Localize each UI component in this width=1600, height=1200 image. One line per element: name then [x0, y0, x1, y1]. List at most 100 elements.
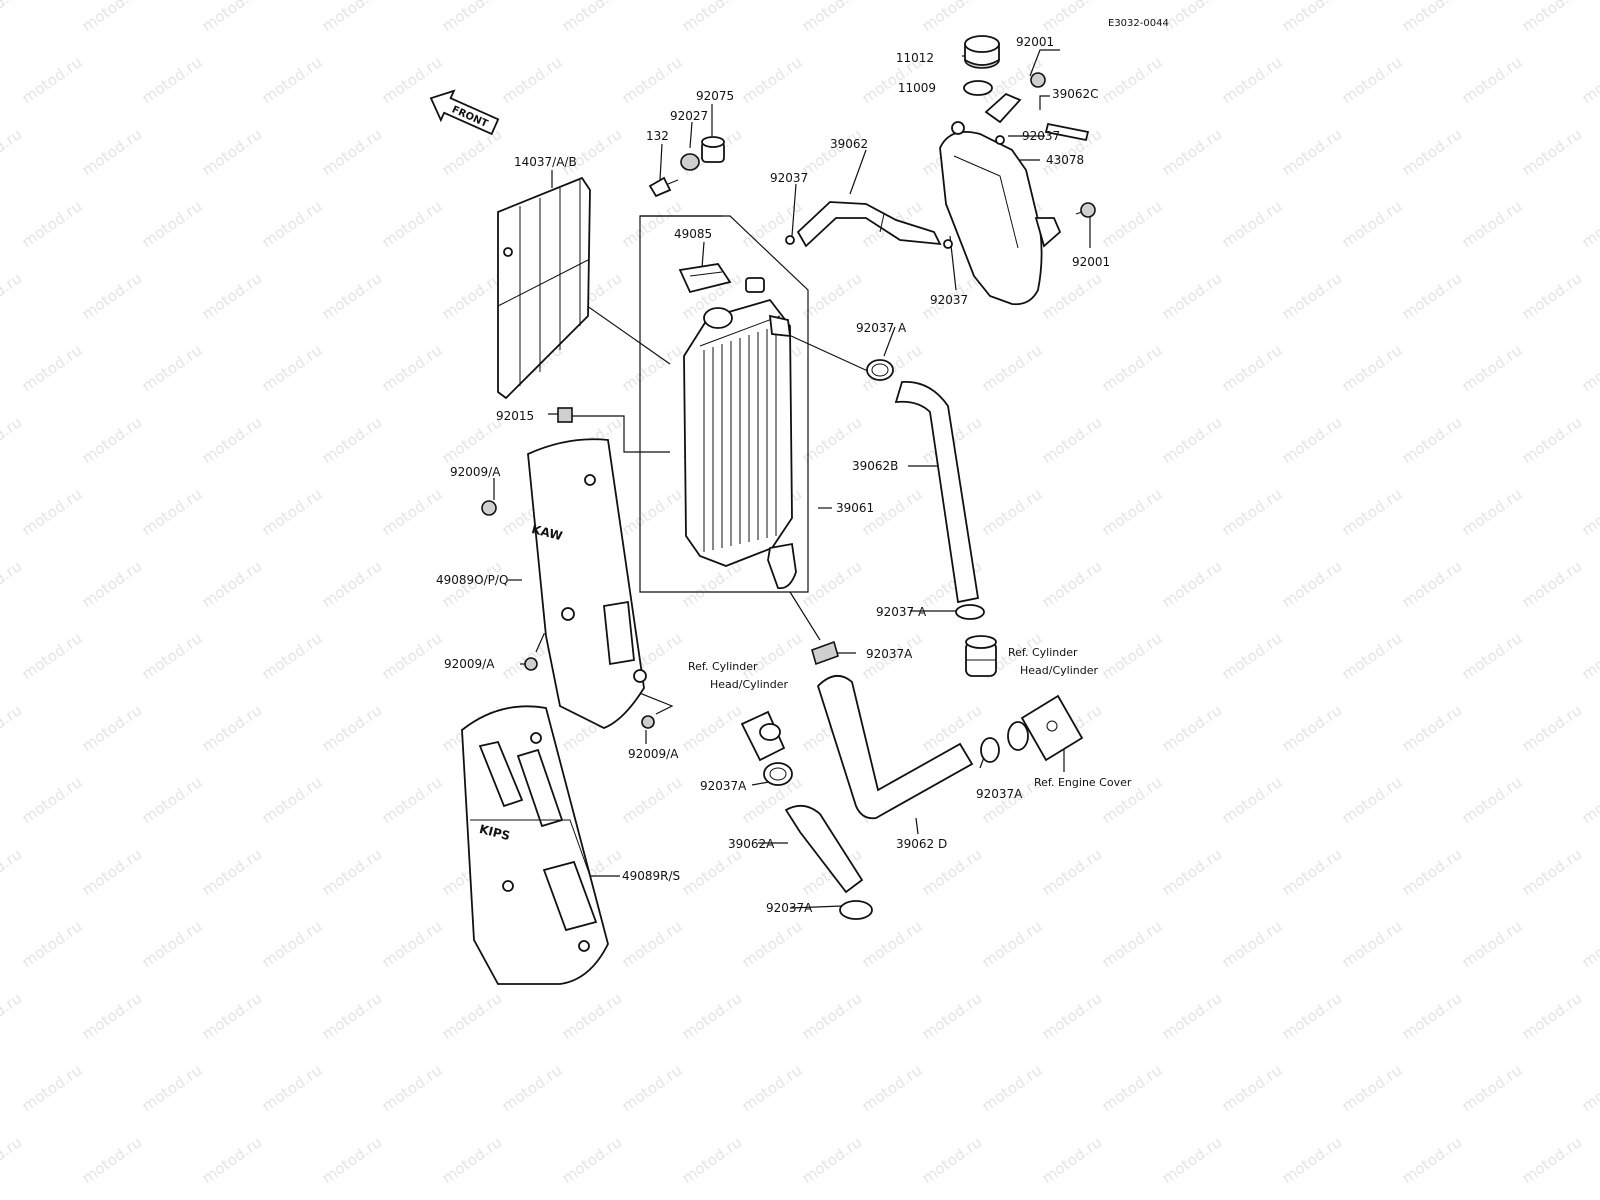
- watermark-text: motod.ru: [1459, 485, 1526, 539]
- watermark-text: motod.ru: [259, 341, 326, 395]
- watermark-text: motod.ru: [1339, 629, 1406, 683]
- watermark-text: motod.ru: [1159, 125, 1226, 179]
- watermark-text: motod.ru: [1399, 269, 1466, 323]
- watermark-text: motod.ru: [79, 269, 146, 323]
- watermark-text: motod.ru: [259, 629, 326, 683]
- watermark-text: motod.ru: [1099, 629, 1166, 683]
- watermark-text: motod.ru: [79, 125, 146, 179]
- watermark-text: motod.ru: [319, 701, 386, 755]
- watermark-text: motod.ru: [1099, 197, 1166, 251]
- grommet-92075: [701, 136, 725, 163]
- watermark-text: motod.ru: [1399, 557, 1466, 611]
- shroud-49089RS: KIPS: [461, 705, 609, 985]
- shroud-49089OPQ: KAW: [527, 438, 647, 729]
- label-39062D: 39062 D: [896, 837, 947, 851]
- watermark-text: motod.ru: [1039, 989, 1106, 1043]
- watermark-text: motod.ru: [19, 773, 86, 827]
- watermark-text: motod.ru: [0, 989, 25, 1043]
- watermark-text: motod.ru: [799, 1133, 866, 1187]
- watermark-text: motod.ru: [1399, 1133, 1466, 1187]
- cylinder-fitting-left: [740, 710, 786, 762]
- watermark-text: motod.ru: [139, 773, 206, 827]
- watermark-text: motod.ru: [319, 989, 386, 1043]
- overflow-hose-39062: [796, 201, 942, 248]
- diagram-code: E3032-0044: [1108, 18, 1169, 29]
- watermark-text: motod.ru: [79, 701, 146, 755]
- reference-labels: Ref. Cylinder Head/Cylinder Ref. Cylinde…: [688, 646, 1132, 789]
- watermark-text: motod.ru: [19, 629, 86, 683]
- clamp-92037A-2: [955, 604, 985, 620]
- watermark-text: motod.ru: [319, 845, 386, 899]
- clamp-92037-tank: [995, 135, 1005, 145]
- watermark-text: motod.ru: [679, 1133, 746, 1187]
- watermark-text: motod.ru: [799, 125, 866, 179]
- watermark-text: motod.ru: [619, 773, 686, 827]
- watermark-text: motod.ru: [319, 1133, 386, 1187]
- watermark-text: motod.ru: [919, 989, 986, 1043]
- watermark-text: motod.ru: [259, 917, 326, 971]
- label-92001-right: 92001: [1072, 255, 1110, 269]
- watermark-text: motod.ru: [0, 269, 25, 323]
- watermark-text: motod.ru: [739, 1061, 806, 1115]
- watermark-text: motod.ru: [259, 485, 326, 539]
- watermark-text: motod.ru: [319, 557, 386, 611]
- watermark-text: motod.ru: [1219, 773, 1286, 827]
- watermark-text: motod.ru: [79, 413, 146, 467]
- watermark-text: motod.ru: [1339, 485, 1406, 539]
- watermark-text: motod.ru: [1159, 989, 1226, 1043]
- watermark-text: motod.ru: [199, 845, 266, 899]
- watermark-text: motod.ru: [739, 917, 806, 971]
- watermark-text: motod.ru: [199, 269, 266, 323]
- hose-39062C: [1044, 122, 1090, 142]
- watermark-text: motod.ru: [559, 1133, 626, 1187]
- watermark-text: motod.ru: [739, 53, 806, 107]
- watermark-text: motod.ru: [199, 989, 266, 1043]
- clamp-92037A-1: [866, 359, 894, 381]
- label-11009: 11009: [898, 81, 936, 95]
- clamp-92037A-5: [980, 737, 1000, 763]
- watermark-text: motod.ru: [559, 989, 626, 1043]
- watermark-text: motod.ru: [799, 989, 866, 1043]
- watermark-text: motod.ru: [1279, 845, 1346, 899]
- watermark-text: motod.ru: [1519, 557, 1586, 611]
- watermark-text: motod.ru: [79, 989, 146, 1043]
- label-92001-top: 92001: [1016, 35, 1054, 49]
- watermark-text: motod.ru: [1159, 557, 1226, 611]
- watermark-text: motod.ru: [1579, 629, 1600, 683]
- watermark-text: motod.ru: [1399, 125, 1466, 179]
- watermark-text: motod.ru: [679, 845, 746, 899]
- watermark-text: motod.ru: [679, 701, 746, 755]
- collar-92027: [680, 153, 700, 171]
- watermark-text: motod.ru: [379, 629, 446, 683]
- watermark-text: motod.ru: [19, 1061, 86, 1115]
- watermark-text: motod.ru: [1579, 773, 1600, 827]
- watermark-text: motod.ru: [1579, 53, 1600, 107]
- watermark-text: motod.ru: [679, 0, 746, 35]
- watermark-text: motod.ru: [1039, 557, 1106, 611]
- hose-39062A: [784, 804, 864, 894]
- label-92075: 92075: [696, 89, 734, 103]
- watermark-text: motod.ru: [199, 557, 266, 611]
- watermark-text: motod.ru: [1459, 1061, 1526, 1115]
- label-92009A-3: 92009/A: [628, 747, 679, 761]
- watermark-text: motod.ru: [0, 701, 25, 755]
- watermark-text: motod.ru: [559, 125, 626, 179]
- label-92015: 92015: [496, 409, 534, 423]
- watermark-text: motod.ru: [1039, 0, 1106, 35]
- part-labels: E3032-0044 11012 92001 11009 39062C 9203…: [436, 18, 1169, 915]
- watermark-text: motod.ru: [1279, 125, 1346, 179]
- watermark-text: motod.ru: [619, 197, 686, 251]
- watermark-text: motod.ru: [139, 341, 206, 395]
- watermark-text: motod.ru: [259, 1061, 326, 1115]
- radiator-39061: [683, 277, 797, 590]
- ref-engine-cover: Ref. Engine Cover: [1034, 776, 1132, 789]
- watermark-text: motod.ru: [919, 1133, 986, 1187]
- watermark-text: motod.ru: [799, 0, 866, 35]
- label-92037A-4: 92037A: [700, 779, 747, 793]
- radiator-cap-49085: [678, 263, 732, 294]
- watermark-text: motod.ru: [1399, 0, 1466, 35]
- watermark-text: motod.ru: [919, 0, 986, 35]
- gasket-11009: [963, 80, 993, 96]
- label-11012: 11012: [896, 51, 934, 65]
- bolt-92001-right: [1075, 202, 1096, 218]
